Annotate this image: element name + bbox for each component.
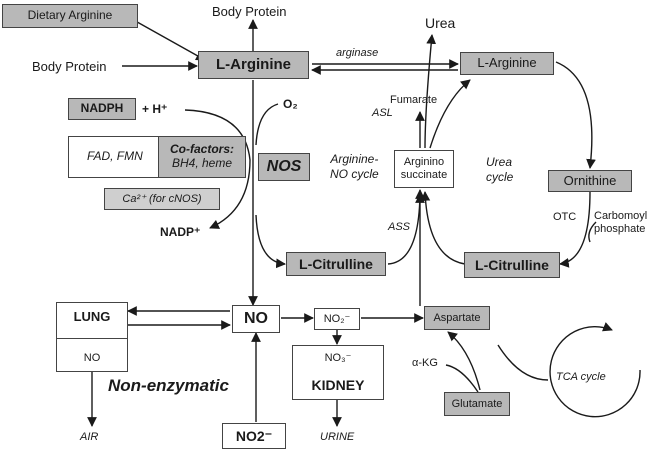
l-arginine-main-box: L-Arginine <box>198 51 309 79</box>
arrow-to-urea <box>424 34 437 149</box>
o2-label: O₂ <box>283 97 298 111</box>
urine-label: URINE <box>320 431 355 443</box>
arrow-larginine-to-ornithine <box>555 61 596 169</box>
arrow-to-citrulline-left <box>255 214 286 269</box>
aspartate-box: Aspartate <box>424 306 490 330</box>
tca-cycle-label: TCA cycle <box>556 371 606 383</box>
arrow-glutamate-to-aspartate <box>447 331 481 391</box>
cofactors-box: Co-factors: BH4, heme <box>158 136 246 178</box>
akg-label: α-KG <box>412 357 438 369</box>
h-plus-label: + H⁺ <box>142 102 168 116</box>
l-arginine-right-box: L-Arginine <box>460 52 554 75</box>
ca-box: Ca²⁺ (for cNOS) <box>104 188 220 210</box>
carbomoyl-phosphate-label: Carbomoyl phosphate <box>594 210 648 236</box>
glutamate-box: Glutamate <box>444 392 510 416</box>
arrow-carbomoyl <box>588 221 597 243</box>
cofactors-sub: BH4, heme <box>171 156 233 170</box>
l-citrulline-right-box: L-Citrulline <box>464 252 560 278</box>
otc-label: OTC <box>553 211 577 223</box>
tca-cycle-circle <box>549 322 641 418</box>
lung-no-divider <box>56 337 128 339</box>
ass-label: ASS <box>388 221 411 233</box>
no2-bottom-box: NO2⁻ <box>222 423 286 449</box>
urea-cycle-label: Urea cycle <box>486 155 514 184</box>
arrow-dietary-to-larginine <box>129 17 206 61</box>
urea-label: Urea <box>425 15 456 31</box>
nos-box: NOS <box>258 153 310 181</box>
arrow-akg <box>445 364 479 393</box>
no3-minus-label: NO₃⁻ <box>324 352 352 365</box>
arginino-succinate-box: Arginino succinate <box>394 150 454 188</box>
lung-title: LUNG <box>73 308 111 324</box>
nadph-box: NADPH <box>68 98 136 120</box>
arrow-ornithine-to-citrulline <box>559 191 591 268</box>
non-enzymatic-label: Non-enzymatic <box>108 376 229 395</box>
arc-nadph-to-nadp <box>184 109 251 229</box>
air-label: AIR <box>80 431 99 443</box>
arrow-tca-to-aspartate <box>497 344 549 381</box>
fumarate-label: Fumarate <box>390 94 438 106</box>
kidney-box: NO₃⁻ KIDNEY <box>292 345 384 400</box>
arrow-citrulline-right-to-arginosuccinate <box>420 191 466 265</box>
arc-o2 <box>255 103 279 146</box>
arrow-asl-to-larginine <box>429 79 471 149</box>
no2-minus-box: NO₂⁻ <box>314 308 360 330</box>
cofactors-title: Co-factors: <box>169 142 234 157</box>
arginase-label: arginase <box>336 47 379 59</box>
arginine-no-cycle-label: Arginine- NO cycle <box>330 152 379 181</box>
nadp-label: NADP⁺ <box>160 225 201 239</box>
dietary-arginine-box: Dietary Arginine <box>2 4 138 28</box>
asl-label: ASL <box>372 107 393 119</box>
ornithine-box: Ornithine <box>548 170 632 192</box>
body-protein-top-label: Body Protein <box>212 4 287 19</box>
body-protein-left-label: Body Protein <box>32 59 107 74</box>
lung-no-label: NO <box>83 351 101 364</box>
kidney-label: KIDNEY <box>311 376 365 393</box>
no-center-box: NO <box>232 305 280 333</box>
lung-box: LUNG NO <box>56 302 128 372</box>
l-citrulline-left-box: L-Citrulline <box>286 252 386 276</box>
